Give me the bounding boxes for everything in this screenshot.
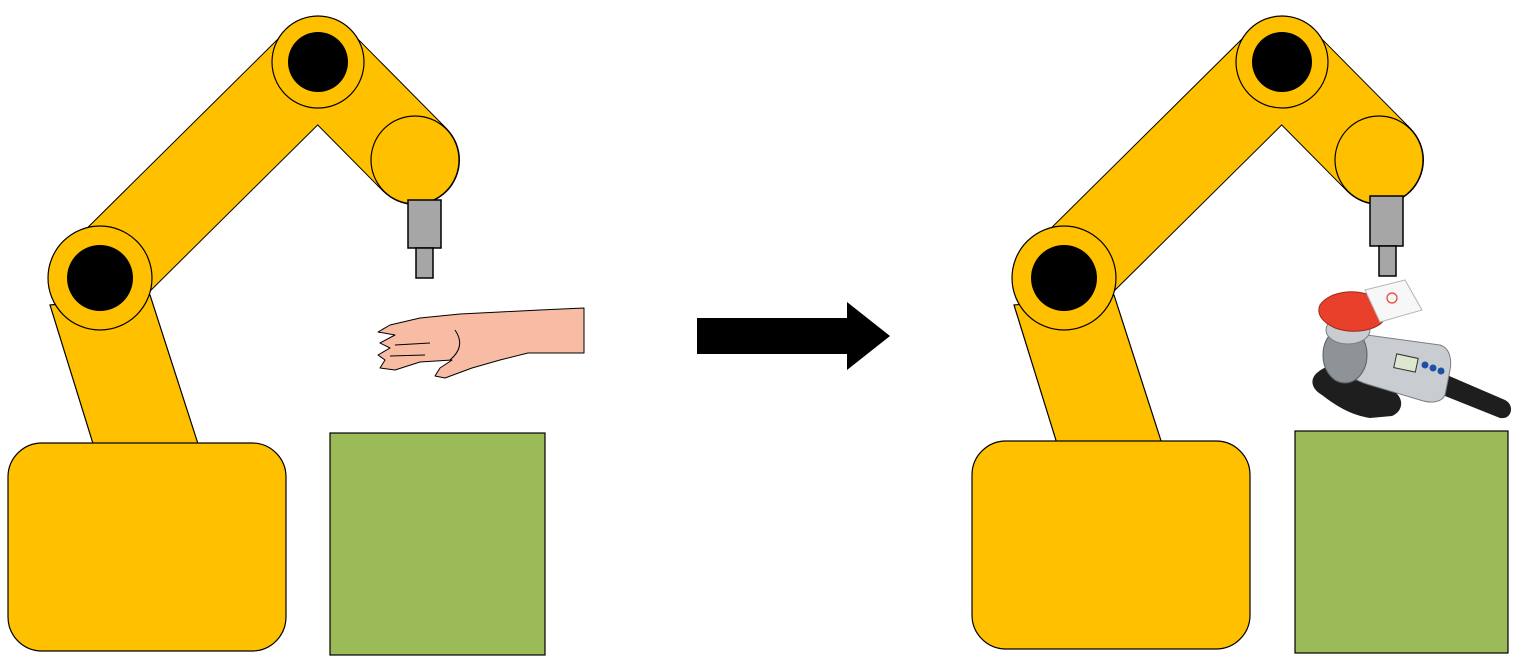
robot-base — [7, 442, 287, 652]
human-hand-icon — [377, 307, 585, 379]
force-measurement-device-icon — [1312, 279, 1512, 419]
robot-wrist — [370, 115, 460, 205]
device-display — [1393, 353, 1419, 373]
robot-tool-flange — [407, 199, 442, 249]
robot-base — [971, 440, 1251, 650]
panel-before — [7, 15, 585, 656]
right-arrow-icon — [697, 302, 890, 370]
green-box-left — [329, 432, 546, 656]
robot-arm-right — [971, 15, 1424, 650]
robot-tool-flange — [1369, 195, 1404, 247]
green-box-right — [1294, 430, 1509, 654]
robot-tool-tip — [1378, 245, 1397, 277]
device-test-paper — [1364, 279, 1423, 323]
robot-wrist — [1334, 115, 1424, 205]
robot-arm-left — [7, 15, 460, 652]
panel-after — [971, 15, 1512, 654]
robot-tool-tip — [415, 247, 434, 279]
